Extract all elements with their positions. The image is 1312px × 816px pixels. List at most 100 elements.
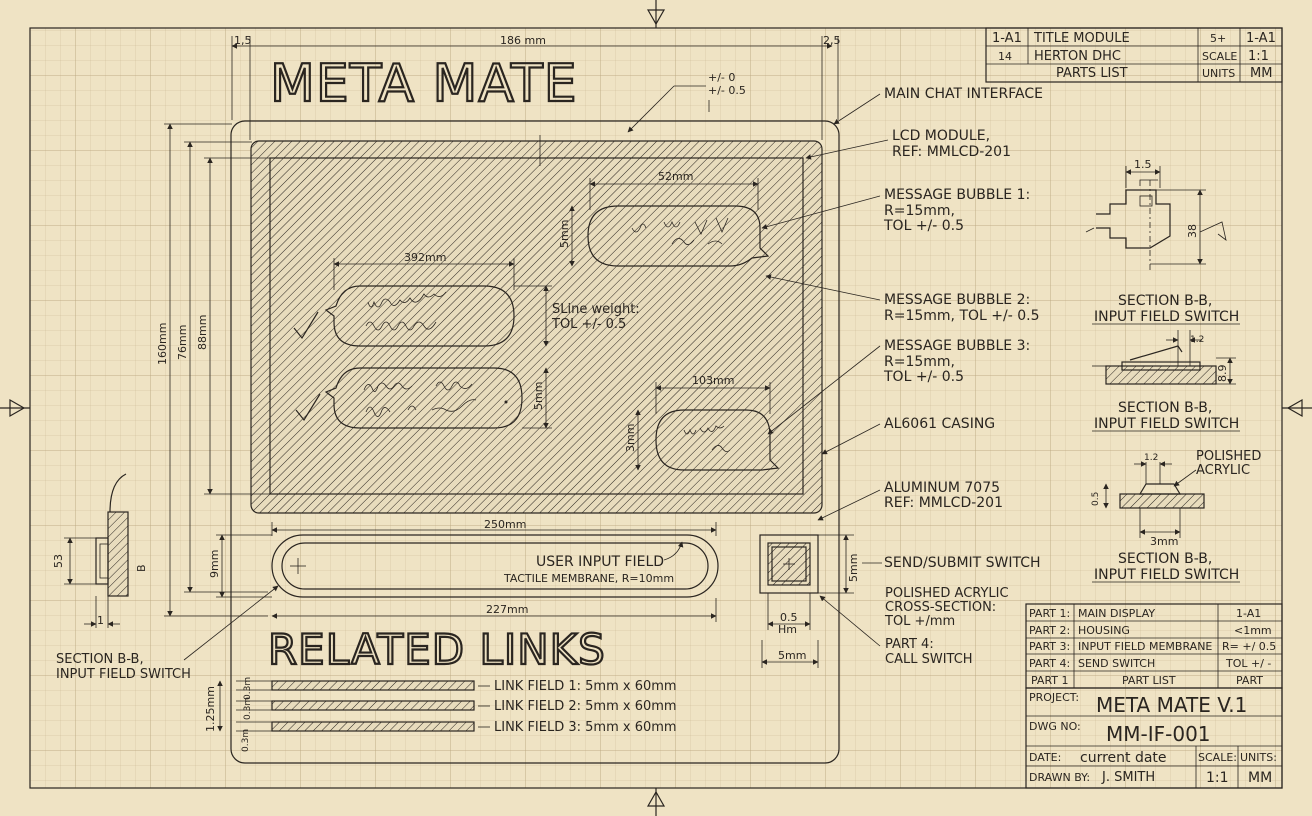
svg-text:PROJECT:: PROJECT: xyxy=(1029,691,1079,704)
link-label-1: LINK FIELD 1: 5mm x 60mm xyxy=(494,679,677,694)
callouts: MAIN CHAT INTERFACE LCD MODULE, REF: MML… xyxy=(56,86,1043,682)
svg-text:CROSS-SECTION:: CROSS-SECTION: xyxy=(885,600,996,615)
svg-text:HOUSING: HOUSING xyxy=(1078,624,1130,637)
svg-text:MM: MM xyxy=(1250,66,1272,81)
svg-text:CALL SWITCH: CALL SWITCH xyxy=(885,652,973,667)
svg-text:DWG NO:: DWG NO: xyxy=(1029,720,1081,733)
svg-text:Hm: Hm xyxy=(778,623,797,636)
svg-text:INPUT FIELD MEMBRANE: INPUT FIELD MEMBRANE xyxy=(1078,640,1212,653)
sline-dim: 5mm SLine weight: TOL +/- 0.5 xyxy=(514,285,640,429)
user-input-field[interactable]: 250mm USER INPUT FIELD TACTILE MEMBRANE,… xyxy=(208,518,719,622)
section-detail-2: 1.2 8.9 SECTION B-B, INPUT FIELD SWITCH xyxy=(1092,330,1240,432)
svg-text:76mm: 76mm xyxy=(176,325,189,360)
message-bubble-2b xyxy=(295,367,523,429)
input-label: USER INPUT FIELD xyxy=(536,554,664,570)
svg-text:INPUT FIELD SWITCH: INPUT FIELD SWITCH xyxy=(1094,309,1239,325)
parts-table: PART 1: MAIN DISPLAY 1-A1 PART 2: HOUSIN… xyxy=(1025,603,1283,689)
svg-text:UNITS: UNITS xyxy=(1202,67,1235,80)
svg-text:0.3m: 0.3m xyxy=(243,677,253,700)
bubble2-width: 392mm xyxy=(404,251,446,264)
svg-text:PART LIST: PART LIST xyxy=(1122,674,1176,687)
bubble3-width: 103mm xyxy=(692,374,734,387)
input-width-bottom: 227mm xyxy=(486,603,528,616)
check-icon xyxy=(293,311,319,340)
svg-text:14: 14 xyxy=(998,50,1012,63)
svg-text:R= +/ 0.5: R= +/ 0.5 xyxy=(1222,640,1276,653)
svg-text:PART 4:: PART 4: xyxy=(1029,657,1070,670)
svg-text:ALUMINUM 7075: ALUMINUM 7075 xyxy=(884,480,1000,496)
svg-text:MM: MM xyxy=(1248,770,1272,786)
svg-text:TOL +/ -: TOL +/ - xyxy=(1225,657,1271,670)
svg-text:POLISHED: POLISHED xyxy=(1196,449,1261,464)
link-field-3[interactable] xyxy=(271,721,475,732)
device-housing xyxy=(230,120,840,764)
svg-text:1.5: 1.5 xyxy=(1134,158,1152,171)
svg-text:1:1: 1:1 xyxy=(1248,49,1269,64)
related-links-heading: RELATED LINKS xyxy=(268,625,606,674)
svg-text:<1mm: <1mm xyxy=(1234,624,1272,637)
link-label-3: LINK FIELD 3: 5mm x 60mm xyxy=(494,720,677,735)
check-icon xyxy=(295,393,321,422)
svg-text:TOL +/- 0.5: TOL +/- 0.5 xyxy=(551,317,626,332)
svg-text:0.3m: 0.3m xyxy=(243,697,253,720)
svg-text:TOL +/- 0.5: TOL +/- 0.5 xyxy=(883,369,964,385)
top-dimension: 186 mm 1,5 2,5 xyxy=(231,34,841,140)
top-dim-label: 186 mm xyxy=(500,34,546,47)
svg-text:PART: PART xyxy=(1236,674,1263,687)
svg-text:+/- 0: +/- 0 xyxy=(708,71,735,84)
svg-text:HERTON DHC: HERTON DHC xyxy=(1034,49,1121,64)
svg-text:REF: MMLCD-201: REF: MMLCD-201 xyxy=(884,495,1003,511)
svg-text:38: 38 xyxy=(1186,224,1199,238)
link-field-2[interactable] xyxy=(271,700,475,711)
svg-text:POLISHED ACRYLIC: POLISHED ACRYLIC xyxy=(885,586,1009,601)
svg-text:1-A1: 1-A1 xyxy=(1246,31,1276,46)
svg-text:SCALE:: SCALE: xyxy=(1198,751,1237,764)
svg-text:B: B xyxy=(135,564,148,572)
tolerance-note: +/- 0 +/- 0.5 xyxy=(627,71,746,133)
svg-text:LCD MODULE,: LCD MODULE, xyxy=(892,128,990,144)
svg-text:PART 4:: PART 4: xyxy=(885,637,934,652)
drawn-by: J. SMITH xyxy=(1101,770,1155,785)
svg-text:0.5: 0.5 xyxy=(780,611,798,624)
svg-text:1.2: 1.2 xyxy=(1190,335,1204,345)
svg-text:R=15mm,: R=15mm, xyxy=(884,203,955,219)
svg-text:DATE:: DATE: xyxy=(1029,751,1061,764)
svg-text:REF: MMLCD-201: REF: MMLCD-201 xyxy=(892,144,1011,160)
svg-text:5mm: 5mm xyxy=(847,554,860,582)
svg-text:INPUT FIELD SWITCH: INPUT FIELD SWITCH xyxy=(1094,416,1239,432)
svg-text:1.2: 1.2 xyxy=(1144,453,1158,463)
related-links: LINK FIELD 1: 5mm x 60mm LINK FIELD 2: 5… xyxy=(204,677,677,752)
project-name: META MATE V.1 xyxy=(1096,693,1247,717)
svg-text:UNITS:: UNITS: xyxy=(1240,751,1277,764)
svg-text:8.9: 8.9 xyxy=(1216,365,1229,383)
svg-text:INPUT FIELD SWITCH: INPUT FIELD SWITCH xyxy=(56,667,191,682)
svg-text:0.3m: 0.3m xyxy=(241,729,251,752)
svg-text:5mm: 5mm xyxy=(778,649,806,662)
svg-text:1-A1: 1-A1 xyxy=(1236,607,1261,620)
svg-text:5mm: 5mm xyxy=(532,382,545,410)
svg-text:SLine weight:: SLine weight: xyxy=(552,302,640,317)
svg-text:SEND SWITCH: SEND SWITCH xyxy=(1078,657,1155,670)
svg-text:MESSAGE BUBBLE 3:: MESSAGE BUBBLE 3: xyxy=(884,338,1030,354)
send-submit-switch[interactable]: 5mm 0.5 Hm 5mm xyxy=(759,534,860,668)
section-detail-3: 1.2 POLISHED ACRYLIC 0.5 3mm SECTION B-B… xyxy=(1091,449,1261,583)
bubble1-width: 52mm xyxy=(658,170,693,183)
svg-text:1: 1 xyxy=(97,614,104,627)
svg-text:3mm: 3mm xyxy=(1150,535,1178,548)
top-right-margin: 2,5 xyxy=(823,34,841,47)
svg-text:MESSAGE BUBBLE 2:: MESSAGE BUBBLE 2: xyxy=(884,292,1030,308)
svg-text:53: 53 xyxy=(52,554,65,568)
link-field-1[interactable] xyxy=(271,680,475,691)
svg-text:ACRYLIC: ACRYLIC xyxy=(1196,463,1250,478)
svg-text:SEND/SUBMIT SWITCH: SEND/SUBMIT SWITCH xyxy=(884,555,1041,571)
svg-text:SECTION B-B,: SECTION B-B, xyxy=(56,652,144,667)
message-bubble-1: 52mm 5mm xyxy=(558,170,770,267)
svg-text:9mm: 9mm xyxy=(208,550,221,578)
svg-text:1:1: 1:1 xyxy=(1206,770,1229,786)
svg-text:5mm: 5mm xyxy=(558,220,571,248)
svg-text:MAIN CHAT INTERFACE: MAIN CHAT INTERFACE xyxy=(884,86,1043,102)
screen-bezel xyxy=(250,140,823,514)
title-block: PROJECT: META MATE V.1 DWG NO: MM-IF-001… xyxy=(1025,687,1283,789)
